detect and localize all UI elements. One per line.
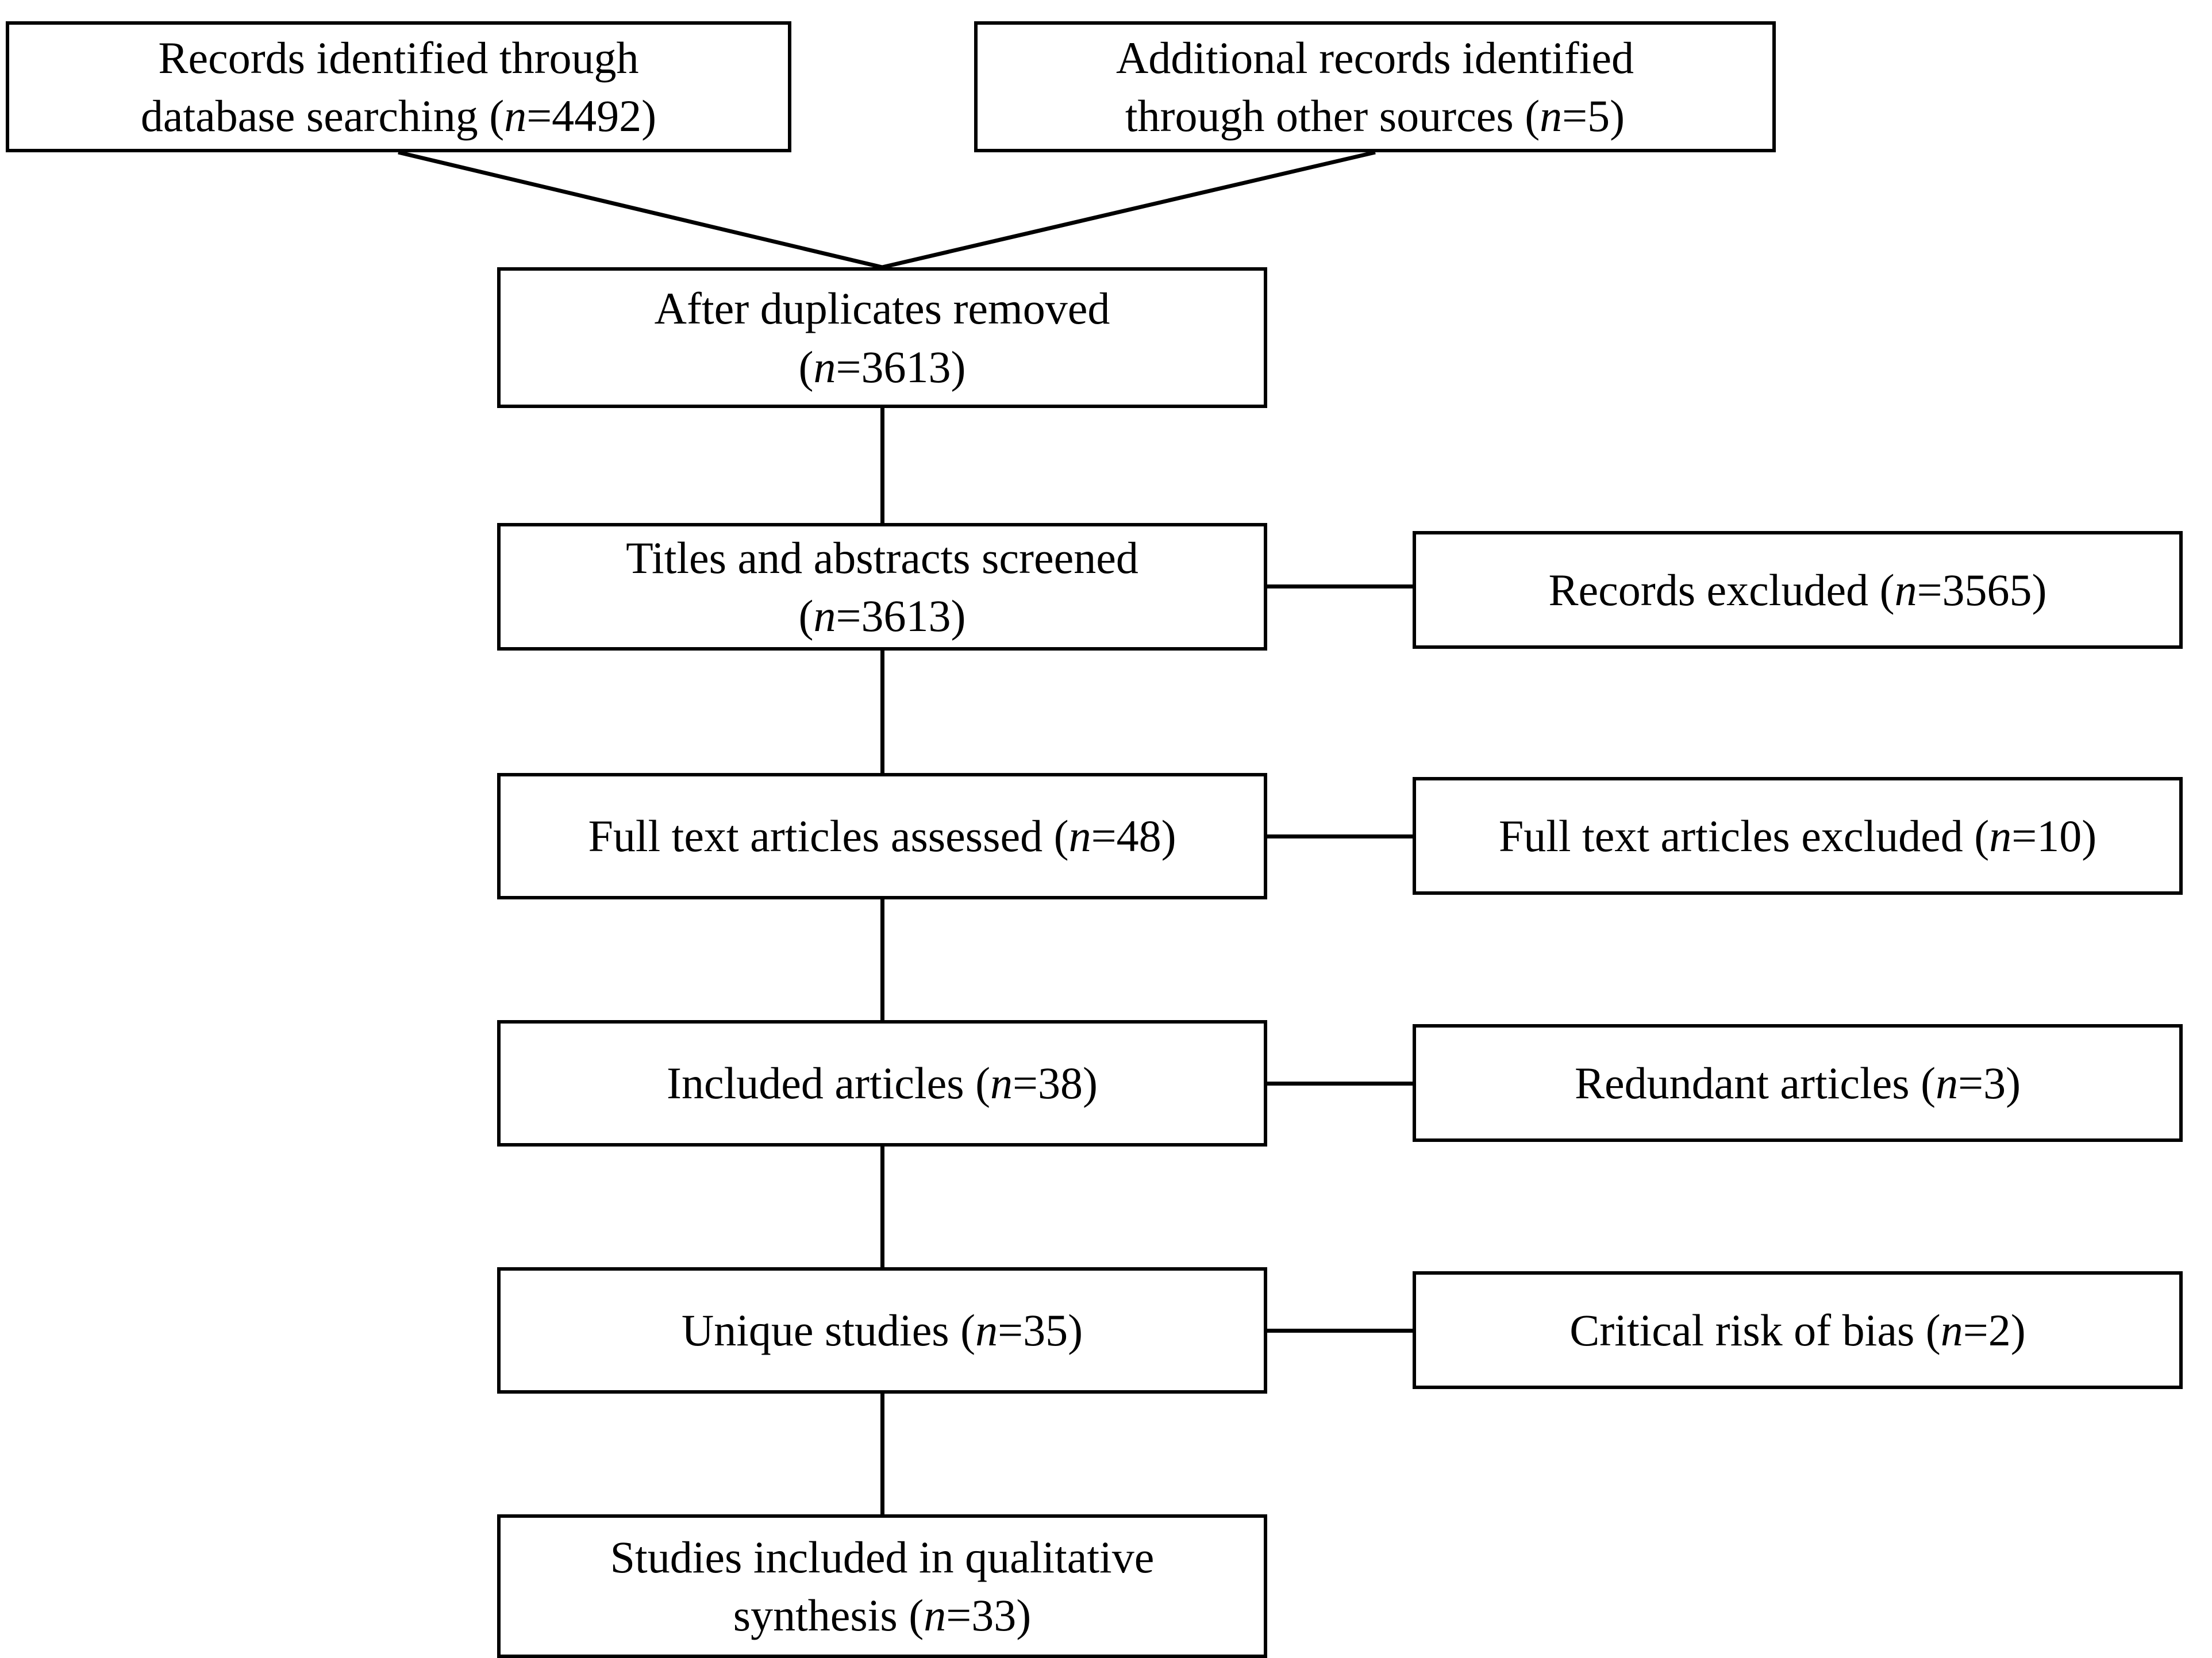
node-titles-abstracts-screened: Titles and abstracts screened(n=3613) bbox=[497, 523, 1267, 651]
connector-unique-studies-to-critical-risk bbox=[1264, 1329, 1415, 1333]
node-critical-risk-of-bias-label: Critical risk of bias (n=2) bbox=[1569, 1305, 2026, 1355]
connector-screened-to-records-excluded bbox=[1264, 584, 1415, 588]
connector-included-to-unique-studies bbox=[880, 1144, 884, 1270]
node-redundant-articles-label: Redundant articles (n=3) bbox=[1574, 1057, 2021, 1108]
node-included-articles: Included articles (n=38) bbox=[497, 1020, 1267, 1147]
connector-unique-studies-to-qualitative-synthesis bbox=[880, 1391, 884, 1517]
connector-duplicates-to-screened bbox=[880, 407, 884, 524]
node-full-text-articles-excluded: Full text articles excluded (n=10) bbox=[1413, 777, 2183, 895]
node-unique-studies-label: Unique studies (n=35) bbox=[681, 1305, 1083, 1356]
node-after-duplicates-removed-label: After duplicates removed(n=3613) bbox=[654, 283, 1110, 392]
node-full-text-articles-assessed-label: Full text articles assessed (n=48) bbox=[588, 811, 1176, 861]
connector-identified-database-to-duplicates bbox=[398, 150, 883, 270]
node-records-excluded: Records excluded (n=3565) bbox=[1413, 531, 2183, 649]
node-included-articles-label: Included articles (n=38) bbox=[666, 1058, 1098, 1109]
node-records-excluded-label: Records excluded (n=3565) bbox=[1548, 564, 2047, 615]
node-unique-studies: Unique studies (n=35) bbox=[497, 1267, 1267, 1394]
connector-included-to-redundant bbox=[1264, 1082, 1415, 1086]
connector-screened-to-fulltext-assessed bbox=[880, 648, 884, 775]
connector-fulltext-assessed-to-fulltext-excluded bbox=[1264, 834, 1415, 838]
connector-fulltext-assessed-to-included bbox=[880, 897, 884, 1022]
node-full-text-articles-excluded-label: Full text articles excluded (n=10) bbox=[1498, 810, 2097, 861]
connector-identified-other-to-duplicates bbox=[882, 150, 1376, 270]
node-after-duplicates-removed: After duplicates removed(n=3613) bbox=[497, 267, 1267, 408]
node-critical-risk-of-bias: Critical risk of bias (n=2) bbox=[1413, 1271, 2183, 1389]
node-titles-abstracts-screened-label: Titles and abstracts screened(n=3613) bbox=[626, 532, 1138, 641]
node-full-text-articles-assessed: Full text articles assessed (n=48) bbox=[497, 773, 1267, 899]
node-redundant-articles: Redundant articles (n=3) bbox=[1413, 1024, 2183, 1142]
